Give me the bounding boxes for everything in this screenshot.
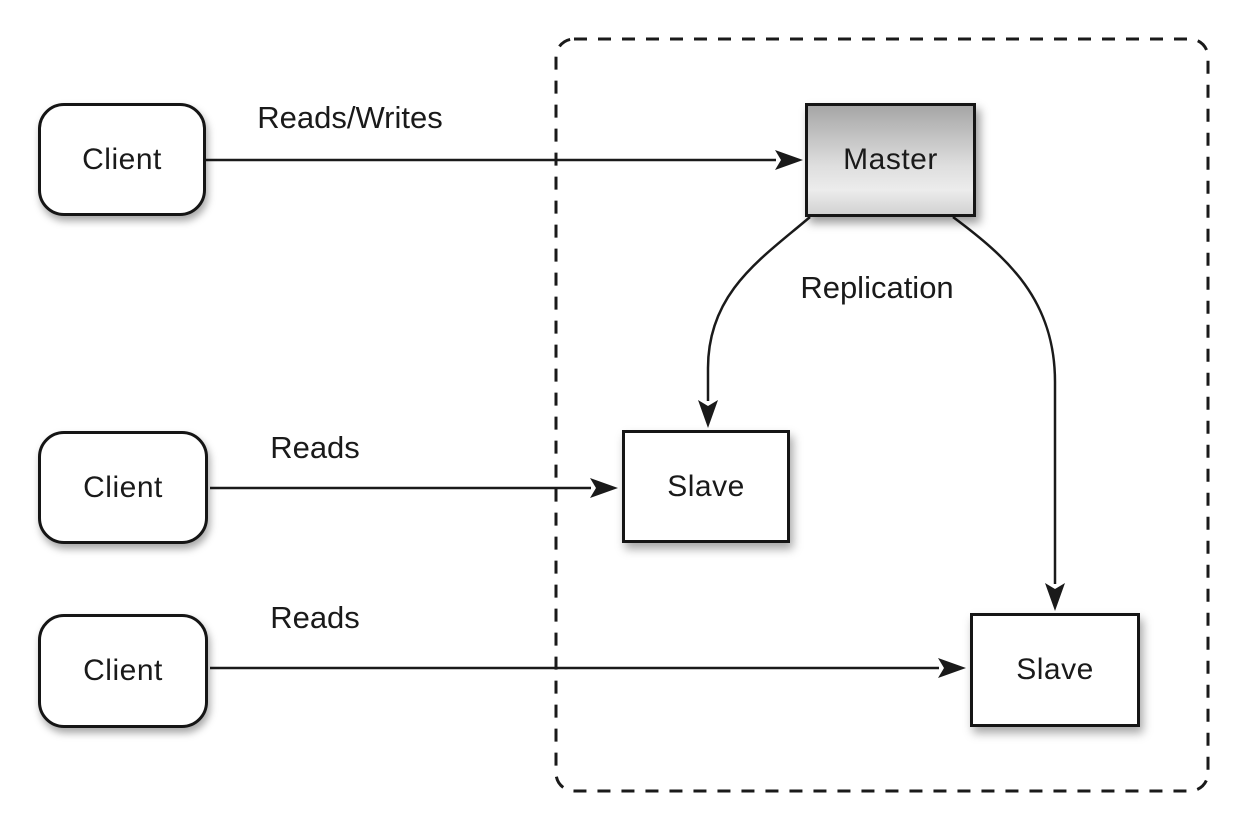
- master-node: Master: [805, 103, 976, 217]
- client-node-1-label: Client: [82, 142, 162, 176]
- reads-label-slave2: Reads: [270, 600, 360, 635]
- reads-writes-label: Reads/Writes: [257, 100, 443, 135]
- replication-arrowhead-right: [1045, 583, 1065, 611]
- client-node-3: Client: [38, 614, 208, 728]
- replication-arrowhead-left: [698, 400, 718, 428]
- client-node-3-label: Client: [83, 654, 163, 687]
- reads-arrowhead-slave2: [938, 658, 966, 678]
- client-node-2: Client: [38, 431, 208, 544]
- slave-node-2-label: Slave: [1016, 653, 1094, 686]
- reads-writes-arrowhead: [775, 150, 803, 170]
- client-node-2-label: Client: [83, 470, 163, 504]
- slave-node-1-label: Slave: [667, 469, 745, 503]
- slave-node-2: Slave: [970, 613, 1140, 727]
- replication-curve-right: [952, 215, 1057, 584]
- replication-curve-left: [706, 216, 811, 401]
- master-node-label: Master: [843, 143, 938, 176]
- slave-node-1: Slave: [622, 430, 790, 543]
- reads-arrowhead-slave1: [590, 478, 618, 498]
- replication-label: Replication: [800, 270, 954, 305]
- reads-label-slave1: Reads: [270, 430, 360, 465]
- client-node-1: Client: [38, 103, 206, 216]
